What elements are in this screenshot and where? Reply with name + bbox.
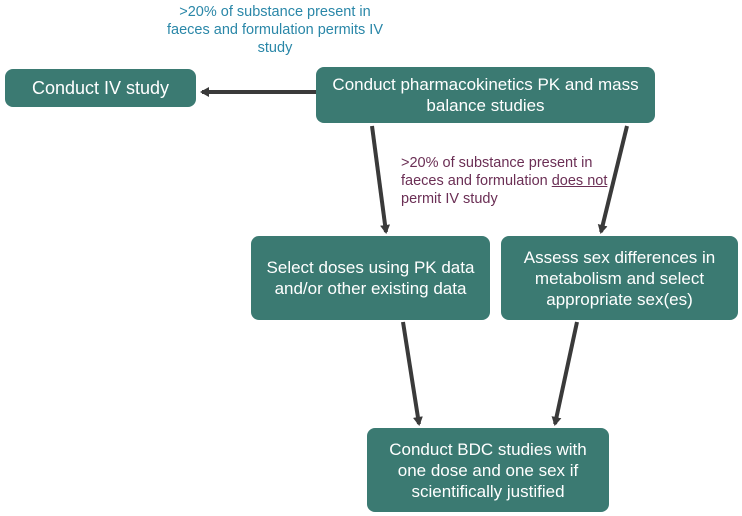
arrow-pk-to-select-doses: [370, 125, 391, 234]
middle-note-underlined: does not: [551, 173, 608, 189]
select-doses-box: Select doses using PK data and/or other …: [251, 236, 490, 320]
conduct-bdc-box: Conduct BDC studies with one dose and on…: [367, 428, 609, 512]
middle-note-text-2: permit IV study: [401, 191, 498, 207]
arrow-assess-sex-to-bdc: [551, 321, 579, 426]
conduct-pk-box: Conduct pharmacokinetics PK and mass bal…: [316, 67, 655, 123]
arrow-select-doses-to-bdc: [401, 321, 423, 426]
conduct-iv-study-box: Conduct IV study: [5, 69, 196, 107]
assess-sex-box: Assess sex differences in metabolism and…: [501, 236, 738, 320]
middle-note-text-1: >20% of substance present in faeces and …: [401, 155, 593, 189]
arrow-pk-to-assess-sex: [597, 125, 629, 234]
top-condition-note: >20% of substance present in faeces and …: [167, 4, 383, 56]
middle-condition-note: >20% of substance present in faeces and …: [401, 154, 611, 208]
